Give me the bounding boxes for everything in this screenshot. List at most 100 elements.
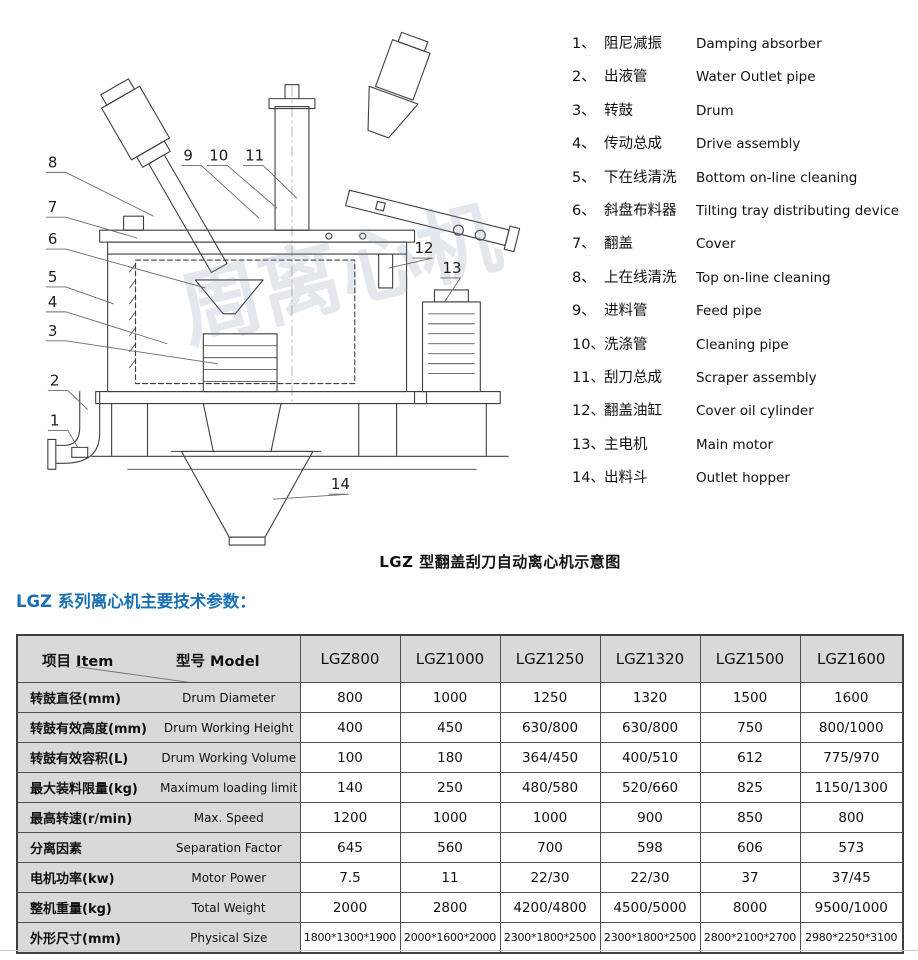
spec-value: 2300*1800*2500 <box>499 922 601 954</box>
spec-value: 140 <box>299 772 401 803</box>
callout-number: 11 <box>245 146 264 164</box>
spec-value: 2980*2250*3100 <box>799 922 904 954</box>
model-header: LGZ800 <box>299 634 401 683</box>
legend-item-number: 1、 <box>572 36 596 52</box>
corner-model-label: 型号 Model <box>176 654 260 670</box>
legend-item: 6、 斜盘布料器 Tilting tray distributing devic… <box>572 201 912 234</box>
model-header: LGZ1000 <box>399 634 501 683</box>
spec-value: 900 <box>599 802 701 833</box>
callout-number: 6 <box>48 230 58 248</box>
legend-item-number: 10、 <box>572 336 605 353</box>
row-label: 整机重量(kg)Total Weight <box>16 892 301 923</box>
section-title: LGZ 系列离心机主要技术参数： <box>16 592 256 611</box>
legend-item-en: Outlet hopper <box>696 470 790 487</box>
row-label-zh: 整机重量(kg) <box>30 902 112 917</box>
legend-item-zh: 下在线清洗 <box>604 169 677 186</box>
legend-item-number: 11、 <box>572 369 605 386</box>
legend-item: 2、 出液管 Water Outlet pipe <box>572 67 912 100</box>
model-header: LGZ1600 <box>799 634 904 683</box>
row-label-zh: 分离因素 <box>30 842 83 857</box>
callout-line <box>440 277 462 303</box>
row-label-en: Max. Speed <box>193 810 264 825</box>
spec-value: 22/30 <box>599 862 701 893</box>
legend-item-en: Main motor <box>696 436 774 453</box>
row-label-zh: 最大装料限量(kg) <box>30 782 138 797</box>
model-header: LGZ1250 <box>499 634 601 683</box>
legend-item: 10、 洗涤管 Cleaning pipe <box>572 335 912 368</box>
legend-item: 4、 传动总成 Drive assembly <box>572 134 912 167</box>
legend-item-en: Bottom on-line cleaning <box>696 169 858 186</box>
page-bottom-divider <box>0 950 918 951</box>
row-label-en: Motor Power <box>191 870 267 885</box>
spec-value: 22/30 <box>499 862 601 893</box>
legend-item: 13、 主电机 Main motor <box>572 435 912 468</box>
legend-item: 9、 进料管 Feed pipe <box>572 301 912 334</box>
callout-line <box>207 164 278 209</box>
callout-line <box>45 171 154 217</box>
row-label-en: Drum Working Volume <box>161 750 297 765</box>
spec-value: 1320 <box>599 682 701 713</box>
legend-item-en: Damping absorber <box>696 36 822 52</box>
callout-number: 8 <box>48 153 58 171</box>
spec-value: 612 <box>699 742 801 773</box>
legend-item-en: Water Outlet pipe <box>696 69 816 86</box>
row-label-en: Drum Working Height <box>163 720 294 735</box>
spec-value: 800 <box>299 682 401 713</box>
row-label-zh: 转鼓有效容积(L) <box>30 752 129 767</box>
legend-item-zh: 传动总成 <box>604 136 662 153</box>
callout-number: 3 <box>48 322 58 340</box>
callout-line <box>47 429 79 448</box>
row-label-zh: 转鼓有效高度(mm) <box>30 722 147 737</box>
legend-list: 1、 阻尼减振 Damping absorber 2、 出液管 Water Ou… <box>572 34 912 501</box>
callout-line <box>45 216 138 239</box>
callout-number: 10 <box>209 146 228 164</box>
spec-value: 400 <box>299 712 401 743</box>
row-label-zh: 转鼓直径(mm) <box>30 692 121 707</box>
spec-value: 800/1000 <box>799 712 904 743</box>
callout-line <box>45 340 218 365</box>
legend-item: 7、 翻盖 Cover <box>572 234 912 267</box>
legend-item-number: 2、 <box>572 69 596 86</box>
row-label-en: Physical Size <box>190 930 268 945</box>
spec-value: 598 <box>599 832 701 863</box>
legend-item: 8、 上在线清洗 Top on-line cleaning <box>572 268 912 301</box>
spec-value: 2300*1800*2500 <box>599 922 701 954</box>
spec-value: 1800*1300*1900 <box>299 922 401 954</box>
spec-value: 4200/4800 <box>499 892 601 923</box>
legend-item-en: Cover <box>696 236 736 253</box>
spec-value: 364/450 <box>499 742 601 773</box>
callout-number: 12 <box>415 239 434 257</box>
spec-value: 1600 <box>799 682 904 713</box>
model-header: LGZ1320 <box>599 634 701 683</box>
callout-number: 13 <box>442 259 461 277</box>
spec-value: 850 <box>699 802 801 833</box>
spec-value: 606 <box>699 832 801 863</box>
spec-value: 11 <box>399 862 501 893</box>
legend-item-en: Scraper assembly <box>696 369 817 386</box>
callout-line <box>181 164 260 219</box>
spec-value: 800 <box>799 802 904 833</box>
spec-value: 8000 <box>699 892 801 923</box>
spec-value: 775/970 <box>799 742 904 773</box>
model-header: LGZ1500 <box>699 634 801 683</box>
corner-item-label: 项目 Item <box>42 654 114 670</box>
spec-value: 2800 <box>399 892 501 923</box>
legend-item-en: Tilting tray distributing device <box>696 202 900 219</box>
legend-item-zh: 翻盖 <box>604 236 633 253</box>
legend-item-number: 3、 <box>572 102 596 119</box>
callout-number: 14 <box>331 475 350 493</box>
spec-value: 180 <box>399 742 501 773</box>
legend-item-number: 8、 <box>572 269 596 286</box>
callout-line <box>273 493 349 500</box>
legend-item: 12、 翻盖油缸 Cover oil cylinder <box>572 401 912 434</box>
row-label: 转鼓直径(mm)Drum Diameter <box>16 682 301 713</box>
spec-value: 700 <box>499 832 601 863</box>
legend-item-zh: 出液管 <box>604 69 648 86</box>
